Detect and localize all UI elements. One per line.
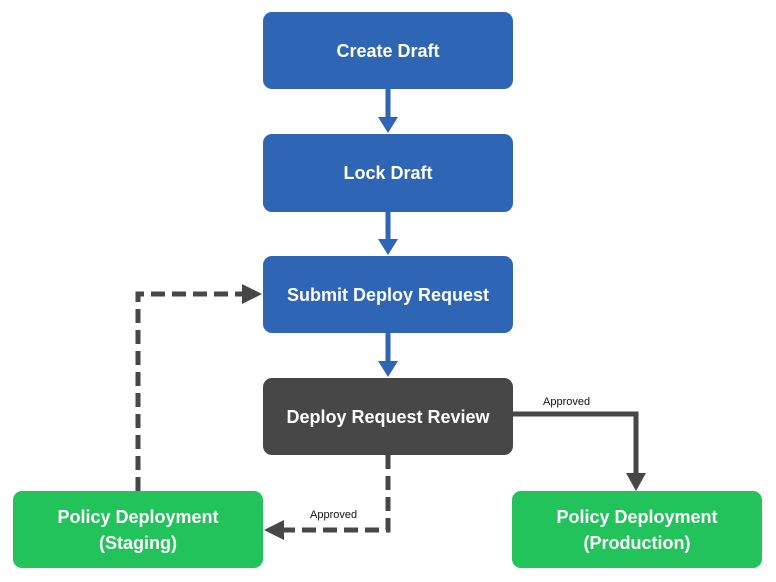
deploy-request-review-label: Deploy Request Review: [286, 406, 490, 427]
arrow-create-to-lock: [378, 89, 398, 133]
arrow-review-to-staging: [264, 455, 391, 540]
arrow-staging-to-submit: [135, 284, 262, 491]
production-title: Policy Deployment: [556, 506, 718, 527]
submit-deploy-request-step: Submit Deploy Request: [263, 256, 513, 333]
deploy-request-review-step: Deploy Request Review: [263, 378, 513, 455]
lock-draft-step: Lock Draft: [263, 134, 513, 212]
production-approved-label: Approved: [543, 396, 591, 408]
create-draft-label: Create Draft: [336, 40, 440, 61]
submit-deploy-request-label: Submit Deploy Request: [286, 284, 490, 305]
staging-approved-label: Approved: [310, 509, 358, 521]
arrow-submit-to-review: [378, 333, 398, 377]
staging-title: Policy Deployment: [57, 506, 219, 527]
arrow-lock-to-submit: [378, 212, 398, 255]
staging-subtitle: (Staging): [98, 532, 177, 553]
policy-deployment-staging-step: Policy Deployment (Staging): [13, 491, 263, 568]
arrow-review-to-production: [513, 411, 646, 491]
production-subtitle: (Production): [583, 532, 691, 553]
policy-deployment-production-step: Policy Deployment (Production): [512, 491, 762, 568]
create-draft-step: Create Draft: [263, 12, 513, 89]
lock-draft-label: Lock Draft: [343, 163, 433, 183]
